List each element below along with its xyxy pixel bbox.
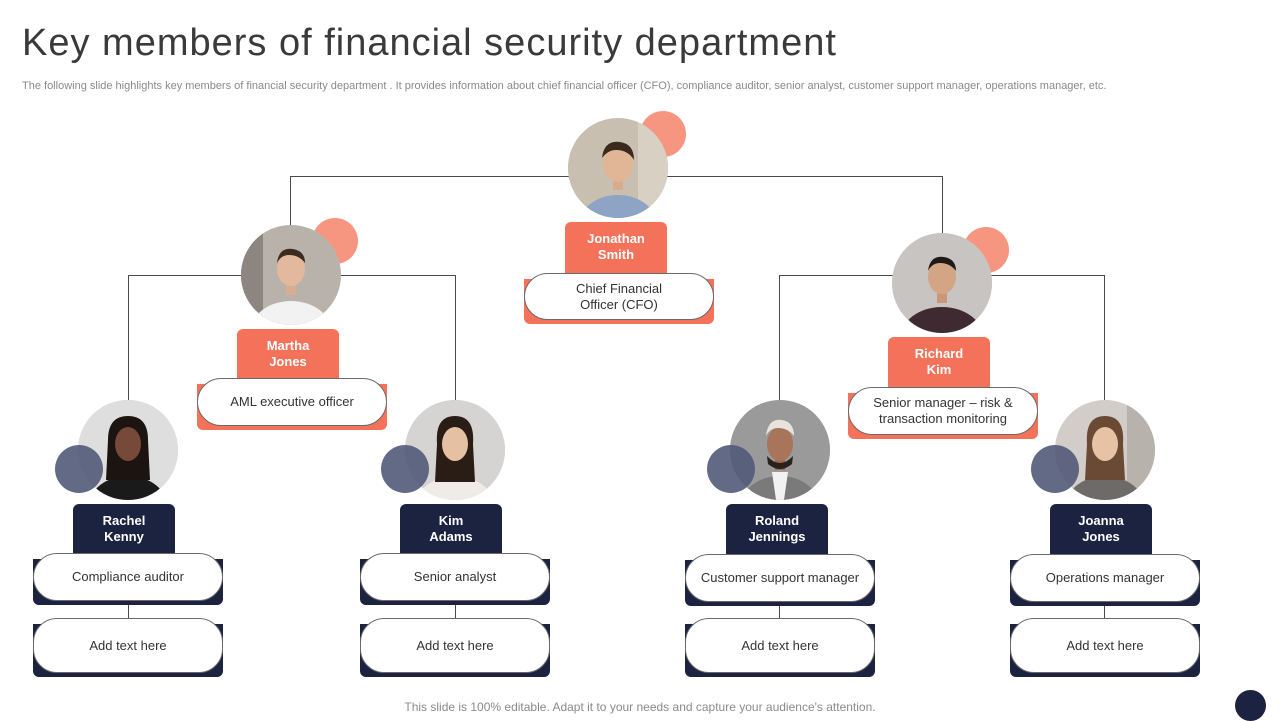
add-text-placeholder[interactable]: Add text here bbox=[360, 618, 550, 673]
member-role: Customer support manager bbox=[685, 554, 875, 602]
add-text-placeholder[interactable]: Add text here bbox=[1010, 618, 1200, 673]
member-role: Senior analyst bbox=[360, 553, 550, 601]
accent-circle bbox=[381, 445, 429, 493]
member-name-martha-jones: Martha Jones bbox=[237, 329, 339, 381]
person-photo bbox=[1055, 400, 1155, 500]
person-photo bbox=[241, 225, 341, 325]
corner-circle-decoration bbox=[1235, 690, 1266, 721]
member-role: Chief Financial Officer (CFO) bbox=[524, 273, 714, 320]
accent-circle bbox=[1031, 445, 1079, 493]
member-role: Senior manager – risk & transaction moni… bbox=[848, 387, 1038, 435]
member-name-jonathan-smith: Jonathan Smith bbox=[565, 222, 667, 274]
member-role: Operations manager bbox=[1010, 554, 1200, 602]
add-text-placeholder[interactable]: Add text here bbox=[33, 618, 223, 673]
add-text-placeholder[interactable]: Add text here bbox=[685, 618, 875, 673]
member-name-joanna-jones: Joanna Jones bbox=[1050, 504, 1152, 556]
member-role: Compliance auditor bbox=[33, 553, 223, 601]
accent-circle bbox=[707, 445, 755, 493]
member-name-rachel-kenny: Rachel Kenny bbox=[73, 504, 175, 556]
page-title: Key members of financial security depart… bbox=[22, 22, 837, 64]
member-name-roland-jennings: Roland Jennings bbox=[726, 504, 828, 556]
person-photo bbox=[892, 233, 992, 333]
footer-note: This slide is 100% editable. Adapt it to… bbox=[404, 700, 876, 714]
member-name-kim-adams: Kim Adams bbox=[400, 504, 502, 556]
person-photo bbox=[405, 400, 505, 500]
accent-circle bbox=[55, 445, 103, 493]
member-role: AML executive officer bbox=[197, 378, 387, 426]
page-subtitle: The following slide highlights key membe… bbox=[22, 80, 1107, 92]
person-photo bbox=[568, 118, 668, 218]
member-name-richard-kim: Richard Kim bbox=[888, 337, 990, 389]
